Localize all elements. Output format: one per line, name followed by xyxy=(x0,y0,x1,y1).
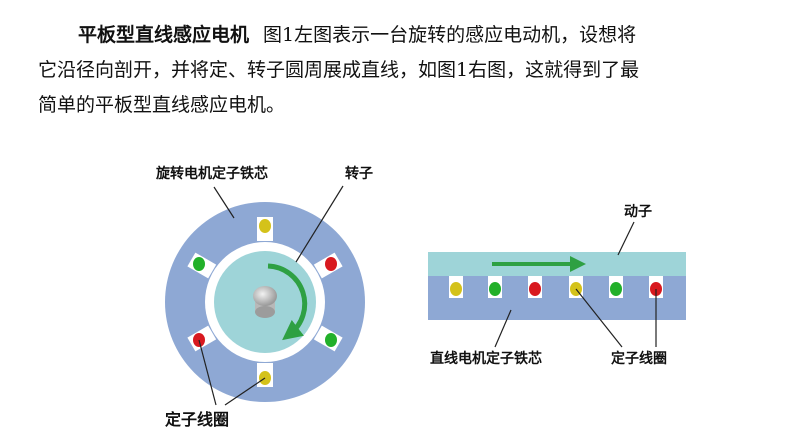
linear-motor-diagram xyxy=(428,221,686,348)
section-heading: 平板型直线感应电机 xyxy=(78,24,250,46)
paragraph-line-3: 简单的平板型直线感应电机。 xyxy=(38,94,286,116)
coil-green xyxy=(325,333,337,347)
coil-red xyxy=(325,257,337,271)
intro-paragraph: 平板型直线感应电机图1左图表示一台旋转的感应电动机，设想将 它沿径向剖开，并将定… xyxy=(38,18,768,123)
label-stator-core: 旋转电机定子铁芯 xyxy=(156,166,268,182)
label-stator-coil: 定子线圈 xyxy=(165,410,230,429)
leader-coil-2 xyxy=(224,377,266,406)
linear-stator-core xyxy=(428,276,686,320)
leader-linear-coil-1 xyxy=(575,288,623,348)
label-linear-core: 直线电机定子铁芯 xyxy=(430,351,542,367)
coil-yellow xyxy=(450,282,462,296)
leader-rotor xyxy=(295,185,344,263)
leader-stator-core xyxy=(213,186,235,219)
shaft xyxy=(253,286,277,318)
rotating-motor-diagram xyxy=(165,185,365,406)
coil-red xyxy=(529,282,541,296)
leader-mover xyxy=(617,221,635,256)
leader-coil-1 xyxy=(198,339,217,406)
label-linear-coil: 定子线圈 xyxy=(611,351,667,367)
rotation-arrow xyxy=(267,263,308,341)
label-rotor: 转子 xyxy=(345,166,373,182)
coil-yellow xyxy=(259,219,271,233)
leader-linear-core xyxy=(494,309,512,348)
paragraph-line-1: 平板型直线感应电机图1左图表示一台旋转的感应电动机，设想将 xyxy=(38,18,768,53)
paragraph-line-1-text: 图1左图表示一台旋转的感应电动机，设想将 xyxy=(263,24,637,46)
coil-green xyxy=(489,282,501,296)
coil-green xyxy=(610,282,622,296)
label-mover: 动子 xyxy=(624,204,652,220)
paragraph-line-2: 它沿径向剖开，并将定、转子圆周展成直线，如图1右图，这就得到了最 xyxy=(38,59,640,81)
coil-green xyxy=(193,257,205,271)
